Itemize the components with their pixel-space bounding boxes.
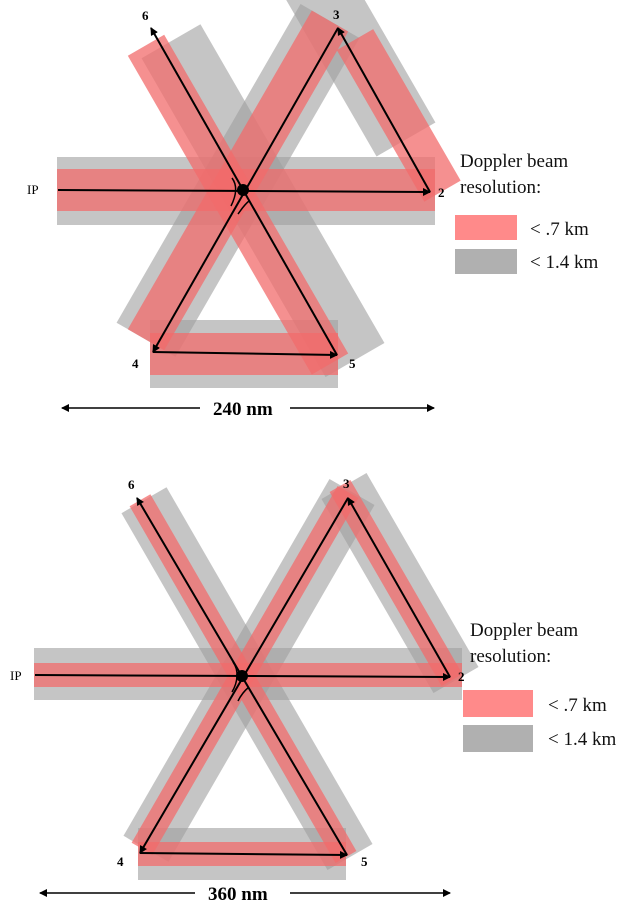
label-point-2: 2 — [438, 185, 445, 200]
legend-swatch-fine — [455, 215, 517, 240]
legend-title-line2: resolution: — [470, 646, 551, 667]
label-point-6: 6 — [142, 8, 149, 23]
legend-fine-label: < .7 km — [548, 695, 607, 716]
target-marker — [230, 177, 250, 215]
panel-240nm: IP 2 3 4 5 6 240 nm Doppler beam resolut… — [27, 0, 598, 420]
leg-4-to-5 — [139, 850, 348, 859]
label-ip: IP — [27, 182, 39, 197]
scale-label-360: 360 nm — [208, 884, 268, 905]
legend-coarse-label: < 1.4 km — [530, 252, 598, 273]
legend-title-line1: Doppler beam — [470, 620, 578, 641]
label-point-5: 5 — [349, 356, 356, 371]
target-marker-2 — [231, 661, 250, 702]
legend-title-line2: resolution: — [460, 177, 541, 198]
label-point-3: 3 — [343, 476, 350, 491]
label-point-5: 5 — [361, 854, 368, 869]
leg-2-to-3 — [337, 27, 431, 193]
label-point-2: 2 — [458, 669, 465, 684]
legend-swatch-coarse — [463, 725, 533, 752]
scale-bar-240: 240 nm — [61, 399, 435, 420]
legend-bottom: Doppler beam resolution: < .7 km < 1.4 k… — [463, 620, 616, 752]
legend-title-line1: Doppler beam — [460, 151, 568, 172]
legend-coarse-label: < 1.4 km — [548, 729, 616, 750]
band-2-to-3-fine — [336, 29, 461, 202]
legend-top: Doppler beam resolution: < .7 km < 1.4 k… — [455, 151, 598, 274]
scale-label-240: 240 nm — [213, 399, 273, 420]
legend-swatch-fine — [463, 690, 533, 717]
label-point-4: 4 — [117, 854, 124, 869]
legend-swatch-coarse — [455, 249, 517, 274]
label-ip: IP — [10, 668, 22, 683]
label-point-6: 6 — [128, 477, 135, 492]
label-point-4: 4 — [132, 356, 139, 371]
legend-fine-label: < .7 km — [530, 219, 589, 240]
panel-360nm: IP 2 3 4 5 6 360 nm Doppler beam resolut… — [10, 473, 616, 905]
leg-4-to-5 — [152, 350, 338, 359]
label-point-3: 3 — [333, 7, 340, 22]
scale-bar-360: 360 nm — [39, 884, 451, 905]
leg-2-to-3 — [347, 497, 451, 678]
